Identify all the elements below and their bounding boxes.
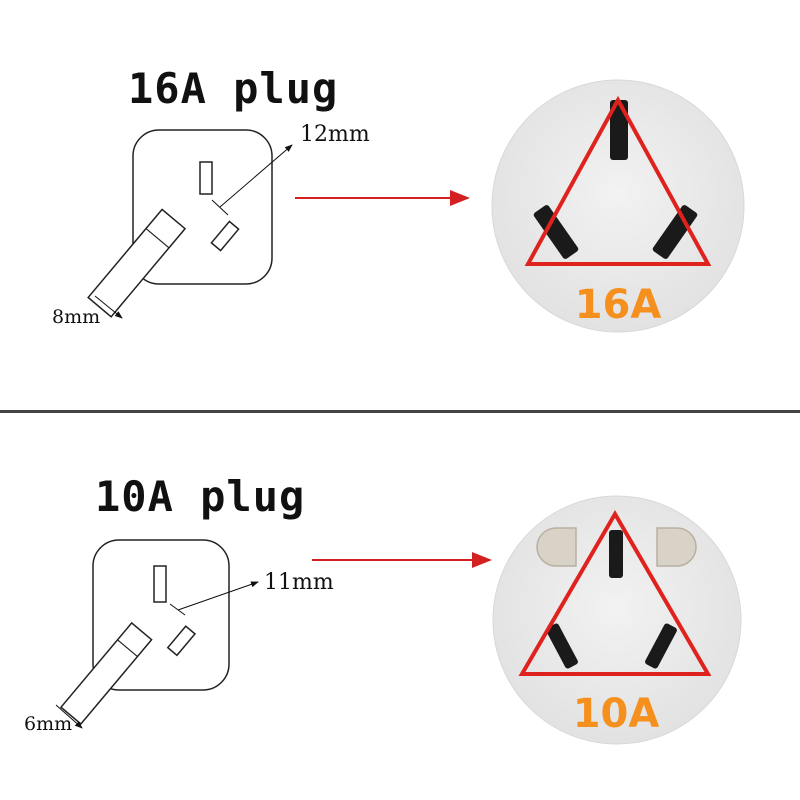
rating-16a: 16A	[575, 282, 662, 328]
plug-outline-16a	[87, 129, 293, 319]
section-divider	[0, 410, 800, 413]
pin-width-label-10a: 6mm	[24, 713, 73, 735]
pin-spacing-label-10a: 11mm	[264, 570, 334, 595]
pin-width-label-16a: 8mm	[52, 306, 101, 328]
pin-spacing-label-16a: 12mm	[300, 122, 370, 147]
socket-10a: 10A	[492, 495, 742, 745]
plug-outline-10a	[55, 539, 259, 729]
rating-10a: 10A	[573, 691, 660, 737]
title-16a: 16A plug	[128, 64, 339, 113]
socket-16a: 16A	[491, 79, 745, 333]
title-10a: 10A plug	[95, 472, 306, 521]
